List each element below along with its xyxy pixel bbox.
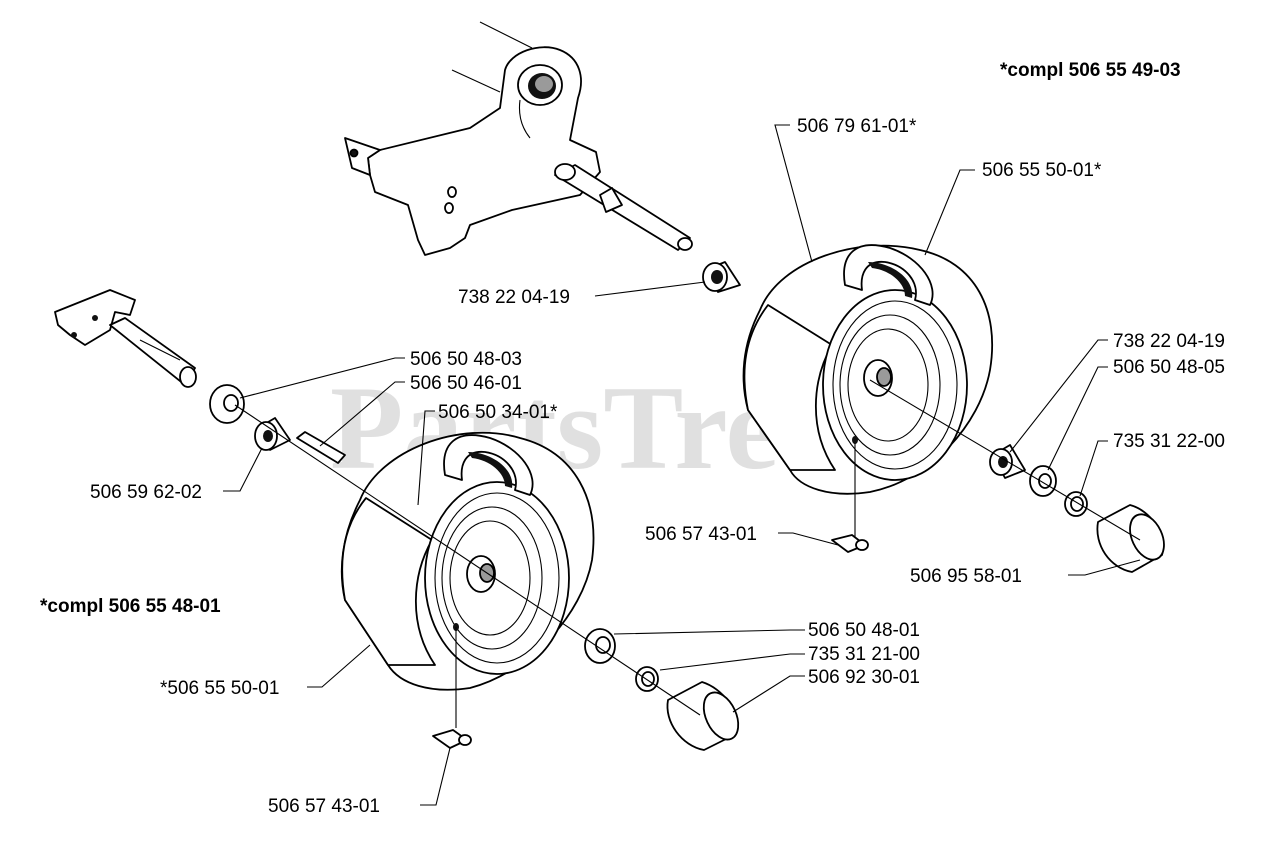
bearing-738220419-upper: [702, 261, 741, 293]
leader-lines: [223, 124, 1141, 806]
assembly-label-right: *compl 506 55 49-03: [1000, 60, 1181, 81]
callout-506923001: 506 92 30-01: [808, 667, 920, 688]
bearing-738220419-lower: [989, 444, 1026, 479]
spindle-left: [54, 289, 197, 388]
callout-506555001-left: *506 55 50-01: [160, 678, 279, 699]
callout-506955801: 506 95 58-01: [910, 566, 1022, 587]
callout-506503401: 506 50 34-01*: [438, 402, 558, 423]
callout-506596202: 506 59 62-02: [90, 482, 202, 503]
callout-735312200: 735 31 22-00: [1113, 431, 1225, 452]
hubcap-506955801: [1096, 504, 1165, 573]
washer-506504805: [1029, 465, 1057, 497]
callout-506504801: 506 50 48-01: [808, 620, 920, 641]
callout-506504601: 506 50 46-01: [410, 373, 522, 394]
bushing-506596202: [254, 417, 291, 451]
axis-line-left: [234, 404, 701, 716]
circlip-735312200: [1064, 491, 1088, 517]
axle-bracket: [344, 21, 693, 256]
callout-738220419-lower: 738 22 04-19: [1113, 331, 1225, 352]
valve-506574301-right: [831, 534, 869, 553]
callouts: *compl 506 55 49-03 *compl 506 55 48-01 …: [40, 60, 1225, 817]
circlip-735312100: [635, 666, 659, 692]
callout-506555001-right: 506 55 50-01*: [982, 160, 1102, 181]
callout-738220419-upper: 738 22 04-19: [458, 287, 570, 308]
valve-506574301-left: [432, 729, 472, 749]
wheel-left: [340, 431, 595, 691]
washer-506504801: [584, 628, 616, 664]
callout-506574301-right: 506 57 43-01: [645, 524, 757, 545]
callout-506574301-left: 506 57 43-01: [268, 796, 380, 817]
hubcap-506923001: [666, 681, 740, 751]
key-506504601: [296, 431, 346, 464]
assembly-label-left: *compl 506 55 48-01: [40, 596, 221, 617]
washer-506504803: [209, 384, 245, 424]
callout-735312100: 735 31 21-00: [808, 644, 920, 665]
axis-line-right: [869, 379, 1141, 541]
callout-506504803: 506 50 48-03: [410, 349, 522, 370]
callout-506504805: 506 50 48-05: [1113, 357, 1225, 378]
callout-506796101: 506 79 61-01*: [797, 116, 917, 137]
wheel-right: [742, 244, 994, 495]
